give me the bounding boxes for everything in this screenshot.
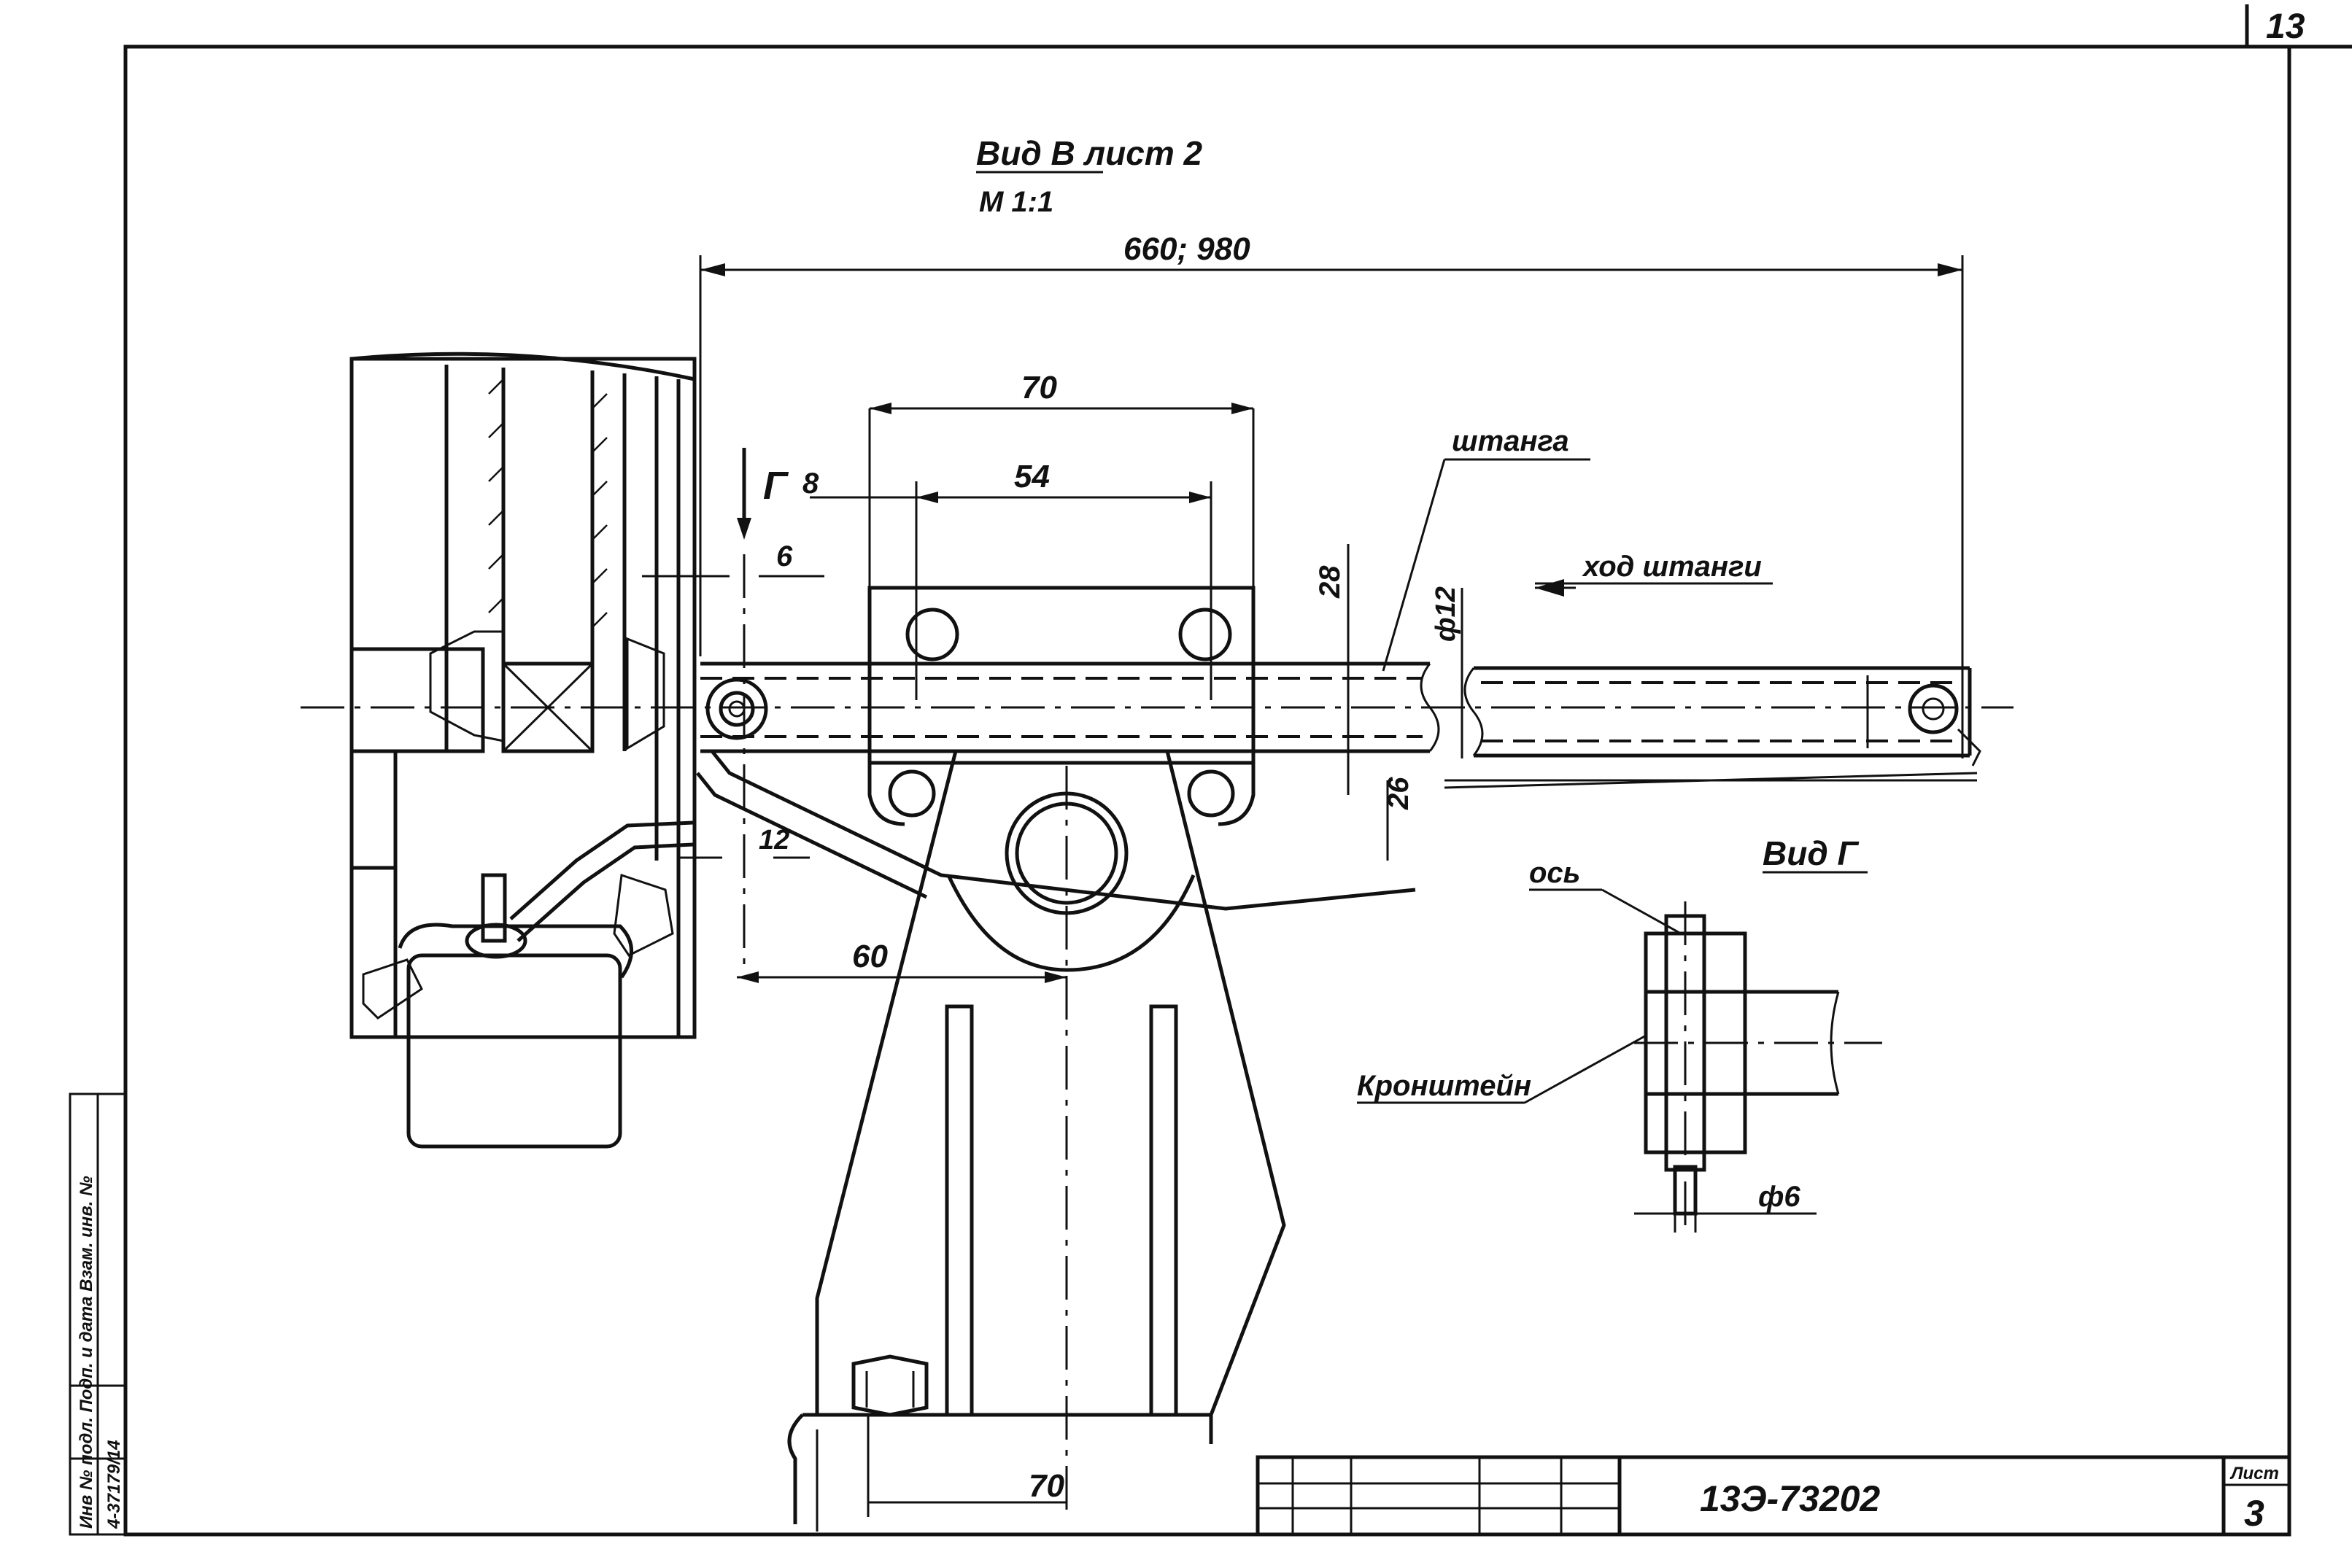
lever-spring [696, 750, 1416, 911]
view-v-title: Вид В лист 2 [976, 134, 1203, 172]
dim-gap-6-label: 6 [776, 540, 793, 573]
sheet-label: Лист [2229, 1464, 2279, 1483]
dim-hole-spacing-label: 54 [1014, 459, 1050, 494]
view-g-diameter-label: ф6 [1758, 1181, 1800, 1213]
view-v-scale: М 1:1 [979, 186, 1053, 218]
bracket-block [867, 408, 1256, 826]
title-block [1256, 1455, 2291, 1537]
wall-frame-section [349, 352, 697, 1149]
view-g-title: Вид Г [1763, 834, 1860, 872]
page-number: 13 [2266, 7, 2305, 46]
left-pivot [705, 678, 768, 740]
dim-overall [699, 255, 1964, 758]
side-stamp [69, 1092, 127, 1536]
dim-rod-diameter-label: ф12 [1431, 586, 1461, 642]
right-pivot [1866, 675, 1981, 766]
dim-base-70 [867, 1415, 1067, 1517]
dim-offset-8-label: 8 [802, 467, 819, 500]
rod-travel-label: ход штанги [1582, 551, 1762, 583]
sheet-frame [123, 4, 2352, 1537]
side-stamp-line-2: 4-37179/14 [104, 1440, 124, 1529]
dim-base-70-label: 70 [1029, 1468, 1064, 1504]
dim-offset-60 [737, 971, 1067, 983]
view-g-bracket-label: Кронштейн [1357, 1070, 1531, 1102]
dim-hole-spacing [810, 481, 1212, 700]
dim-overall-label: 660; 980 [1123, 231, 1250, 267]
support-post [787, 749, 1286, 1532]
section-g-marker [737, 448, 751, 970]
dim-heights [1347, 544, 1463, 861]
dim-height-28-label: 28 [1314, 565, 1346, 599]
sheet-number: 3 [2244, 1493, 2264, 1534]
rod-label: штанга [1452, 425, 1569, 457]
glass-hatching [488, 379, 608, 628]
dim-gap-12-label: 12 [759, 825, 789, 855]
dim-block-width [870, 403, 1253, 414]
view-g-detail [1634, 901, 1882, 1233]
rod [700, 661, 1978, 789]
section-g-label: Г [763, 464, 789, 508]
dim-block-width-label: 70 [1021, 370, 1057, 405]
view-g-axis-label: ось [1529, 857, 1580, 889]
dim-height-26-label: 26 [1382, 777, 1415, 810]
dim-offset-60-label: 60 [852, 939, 888, 974]
drawing-code: 13Э-73202 [1700, 1478, 1880, 1519]
side-stamp-line-1: Инв № подл. Подп. и дата Взам. инв. № [77, 1176, 96, 1529]
